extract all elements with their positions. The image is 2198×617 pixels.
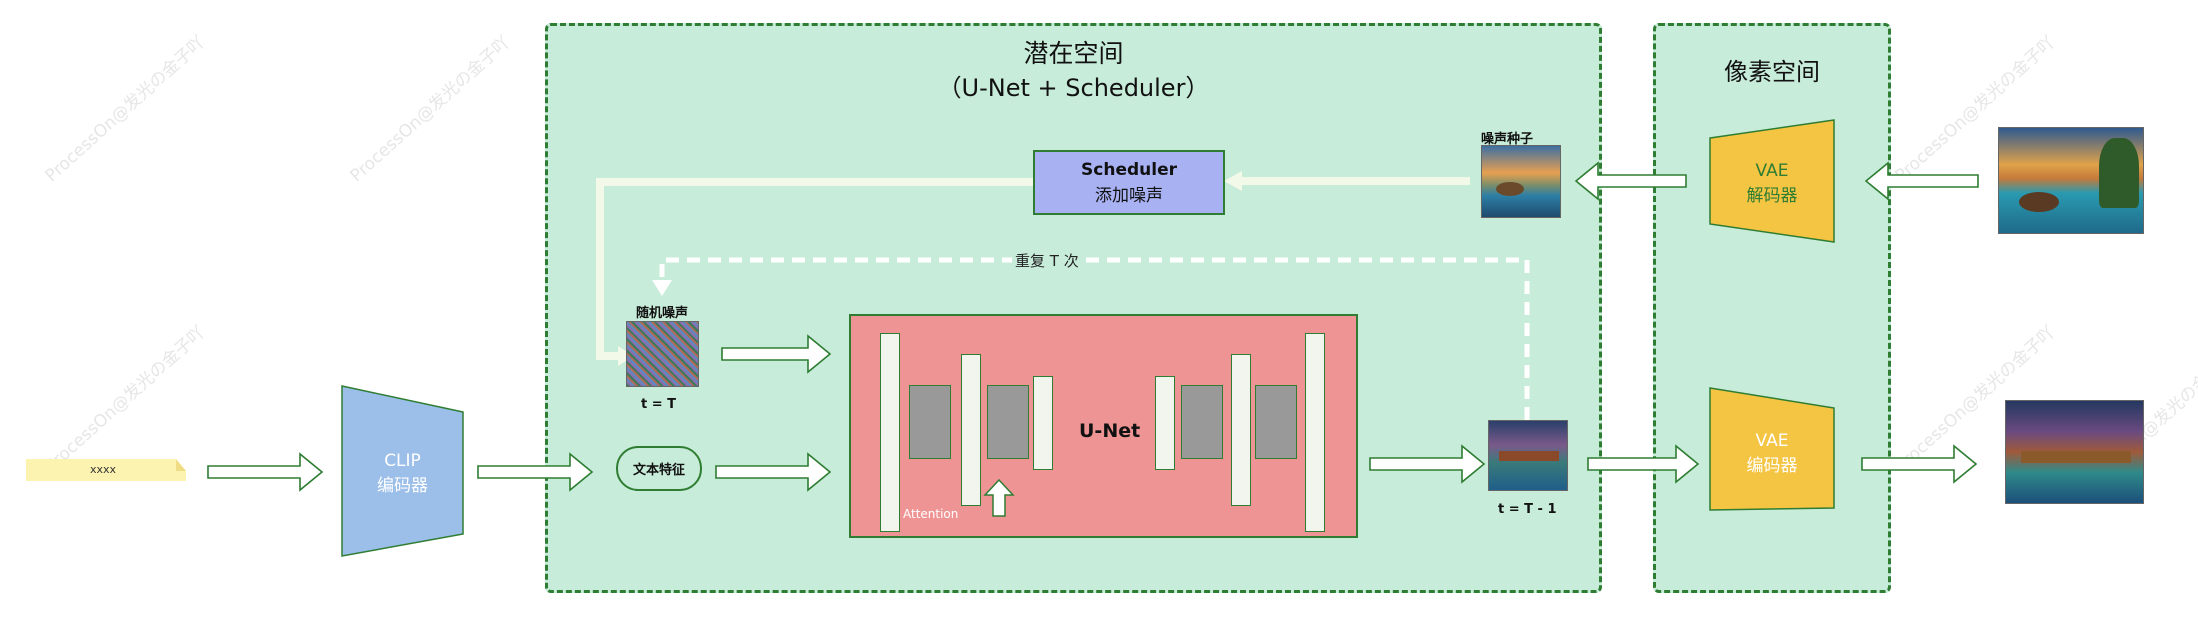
- input-text: xxxx: [90, 463, 117, 476]
- text-feature-label: 文本特征: [632, 463, 685, 478]
- denoised-latent-image: [1488, 420, 1568, 491]
- unet-layer: [1305, 333, 1325, 532]
- clip-encoder-shape: [341, 385, 464, 557]
- arrow-clip-to-text-feature: [477, 452, 594, 492]
- attention-arrow-icon: [983, 478, 1015, 517]
- vae-decoder-label: VAE 解码器: [1710, 150, 1834, 216]
- unet-layer: [987, 385, 1029, 459]
- arrow-text-feature-to-unet: [715, 452, 832, 492]
- unet-layer: [1033, 376, 1053, 470]
- input-image: [1998, 127, 2144, 234]
- unet-block: Attention U-Net: [849, 314, 1358, 538]
- t-next-label: t = T - 1: [1498, 502, 1557, 517]
- unet-layer: [1155, 376, 1175, 470]
- noise-seed-image: [1481, 145, 1561, 218]
- unet-layer: [909, 385, 951, 459]
- vae-decoder-line2: 解码器: [1746, 185, 1798, 206]
- random-noise-image: [626, 321, 699, 387]
- seed-to-scheduler-arrowhead: [1224, 171, 1242, 191]
- vae-encoder-line2: 编码器: [1746, 455, 1798, 476]
- repeat-loop-arrowhead: [652, 280, 672, 296]
- output-image: [2005, 400, 2144, 504]
- clip-encoder-line2: 编码器: [377, 475, 428, 496]
- scheduler-title: Scheduler: [1081, 159, 1177, 180]
- t-start-label: t = T: [641, 397, 677, 412]
- arrow-note-to-clip: [207, 452, 324, 492]
- attention-label: Attention: [903, 507, 959, 521]
- arrow-noise-to-unet: [721, 334, 832, 374]
- vae-decoder-line1: VAE: [1755, 160, 1789, 181]
- vae-encoder-label: VAE 编码器: [1710, 420, 1834, 486]
- repeat-loop-line: [659, 257, 1530, 420]
- scheduler-box: Scheduler 添加噪声: [1033, 150, 1225, 215]
- arrow-vae-encoder-to-image: [1861, 444, 1978, 484]
- noise-seed-label: 噪声种子: [1481, 132, 1534, 147]
- clip-encoder-label: CLIP 编码器: [342, 440, 463, 506]
- unet-label: U-Net: [1079, 420, 1141, 442]
- clip-encoder-line1: CLIP: [384, 450, 421, 471]
- vae-encoder-shape: [1709, 387, 1835, 511]
- unet-layer: [880, 333, 900, 532]
- vae-encoder-line1: VAE: [1755, 430, 1789, 451]
- pixel-space-title: 像素空间: [1724, 58, 1820, 86]
- unet-layer: [961, 354, 981, 506]
- unet-layer: [1255, 385, 1297, 459]
- arrow-image-to-vae-decoder: [1864, 161, 1979, 201]
- repeat-loop-label: 重复 T 次: [1012, 250, 1082, 271]
- text-feature-box: 文本特征: [616, 446, 702, 491]
- arrow-latent-to-vae-encoder: [1587, 444, 1700, 484]
- unet-layer: [1231, 354, 1251, 506]
- scheduler-to-noise-line: [596, 178, 1033, 360]
- input-note-shape: [26, 459, 186, 481]
- latent-space-subtitle: （U-Net + Scheduler）: [937, 74, 1210, 102]
- random-noise-label: 随机噪声: [636, 306, 689, 321]
- arrow-vae-decoder-to-seed: [1574, 161, 1687, 201]
- latent-space-title: 潜在空间: [1023, 39, 1124, 68]
- arrow-unet-to-output: [1369, 444, 1486, 484]
- scheduler-subtitle: 添加噪声: [1095, 185, 1163, 206]
- unet-layer: [1181, 385, 1223, 459]
- input-note-fold: [176, 459, 186, 471]
- vae-decoder-shape: [1709, 119, 1835, 243]
